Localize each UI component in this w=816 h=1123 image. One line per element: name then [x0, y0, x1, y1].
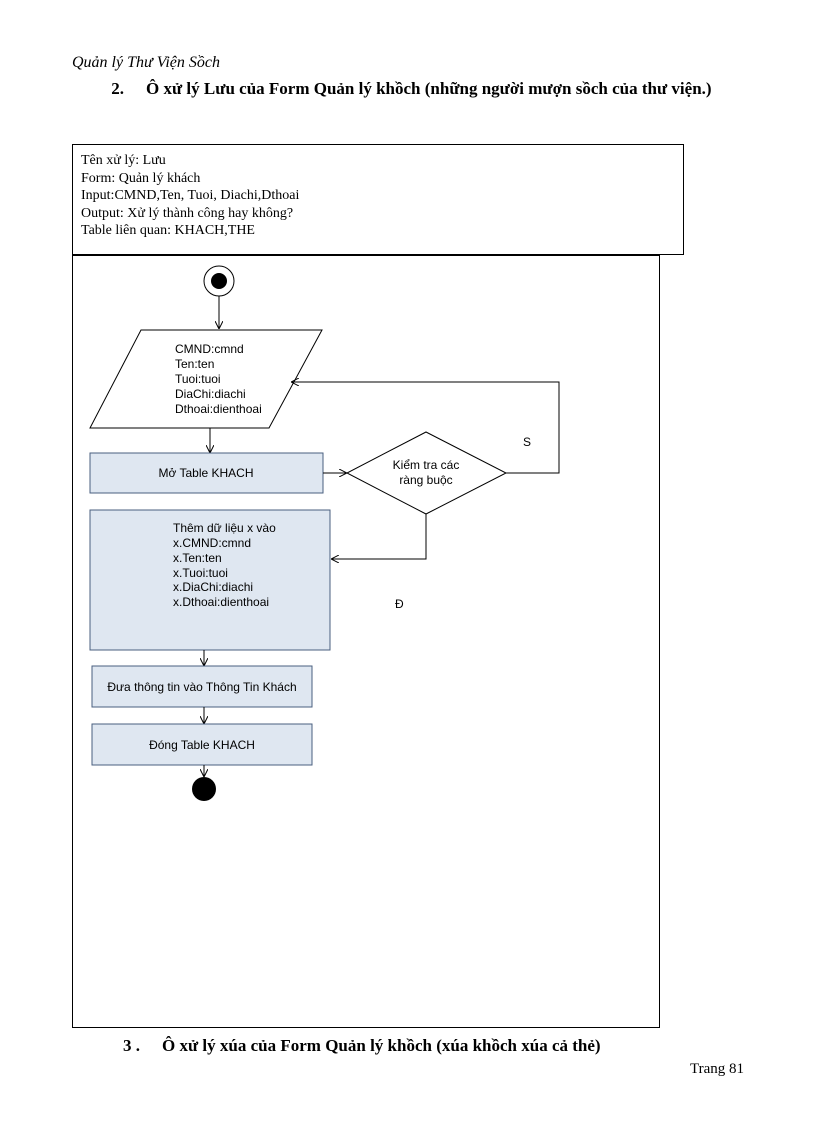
open-table-label: Mở Table KHACH	[158, 466, 253, 480]
input-line-5: Dthoai:dienthoai	[175, 402, 262, 416]
insert-line-2: x.CMND:cmnd	[173, 536, 251, 550]
close-table-box	[91, 723, 313, 766]
page-header: Quản lý Thư Viện Sồch	[72, 54, 220, 71]
label-s: S	[523, 435, 531, 449]
page-number: Trang 81	[689, 1061, 744, 1077]
arrow-check-to-insert-d	[332, 514, 427, 559]
insert-line-5: x.DiaChi:diachi	[173, 580, 253, 594]
info-related-tables: Table liên quan: KHACH,THE	[81, 223, 255, 239]
flowchart-frame: CMND:cmnd Ten:ten Tuoi:tuoi DiaChi:diach…	[72, 255, 660, 1028]
section-3-title: Ô xử lý xúa của Form Quản lý khồch (xúa …	[162, 1036, 601, 1055]
section-2-title: Ô xử lý Lưu của Form Quản lý khồch (nhữn…	[146, 79, 712, 98]
input-line-4: DiaChi:diachi	[175, 387, 246, 401]
process-info-box: Tên xử lý: Lưu Form: Quản lý khách Input…	[72, 144, 684, 255]
arrow-loop-back-s	[292, 382, 560, 474]
show-info-box	[91, 665, 313, 708]
section-2-number: 2.	[111, 79, 124, 98]
insert-data-box	[89, 509, 331, 651]
check-label-line-1: Kiểm tra các	[393, 458, 460, 472]
insert-line-4: x.Tuoi:tuoi	[173, 566, 228, 580]
show-info-label: Đưa thông tin vào Thông Tin Khách	[107, 680, 296, 694]
input-line-1: CMND:cmnd	[175, 342, 244, 356]
info-process-name: Tên xử lý: Lưu	[81, 153, 166, 168]
insert-line-3: x.Ten:ten	[173, 551, 222, 565]
input-line-3: Tuoi:tuoi	[175, 372, 221, 386]
flowchart: CMND:cmnd Ten:ten Tuoi:tuoi DiaChi:diach…	[89, 265, 560, 801]
end-node	[192, 777, 216, 801]
insert-line-1: Thêm dữ liệu x vào	[173, 521, 276, 535]
section-3-heading: 3 . Ô xử lý xúa của Form Quản lý khồch (x…	[72, 1036, 601, 1056]
section-3-number: 3 .	[123, 1036, 140, 1055]
info-output: Output: Xử lý thành công hay không?	[81, 205, 294, 221]
check-label-line-2: ràng buộc	[399, 473, 452, 487]
close-table-label: Đóng Table KHACH	[149, 738, 255, 752]
section-2-heading: 2. Ô xử lý Lưu của Form Quản lý khồch (nh…	[72, 77, 752, 100]
input-line-2: Ten:ten	[175, 357, 214, 371]
info-form: Form: Quản lý khách	[81, 170, 201, 186]
start-node	[203, 265, 235, 297]
insert-line-6: x.Dthoai:dienthoai	[173, 595, 269, 609]
label-d: Đ	[395, 597, 404, 611]
input-parallelogram	[89, 329, 323, 429]
info-input: Input:CMND,Ten, Tuoi, Diachi,Dthoai	[81, 188, 300, 204]
